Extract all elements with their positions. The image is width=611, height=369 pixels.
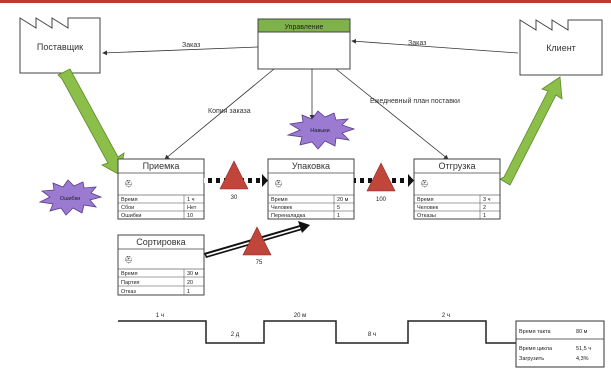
row-label: Человек [271, 205, 293, 211]
info-arrow-to-receiving [164, 68, 275, 160]
process-title: Отгрузка [438, 161, 475, 171]
process-title: Упаковка [292, 161, 330, 171]
inventory-label: 75 [256, 260, 263, 266]
timeline: 1 ч 20 м 2 ч 2 д 8 ч [118, 313, 516, 344]
info-arrow-from-customer [351, 38, 519, 54]
operator-icon: ⛑ [420, 179, 429, 188]
row-label: Отказы [417, 213, 436, 219]
row-value: 20 [187, 280, 193, 286]
row-label: Ошибки [121, 213, 141, 219]
summary-value: 4,3% [576, 356, 589, 362]
info-label-to-shipping: Ежедневный план поставки [370, 97, 460, 105]
row-value: 1 ч [187, 197, 195, 203]
timeline-top-value: 2 ч [442, 313, 450, 319]
row-label: Партия [121, 280, 140, 286]
timeline-bottom-value: 8 ч [368, 332, 376, 338]
summary-label: Загрузить [519, 356, 544, 362]
kaizen-burst-errors: Ошибки [38, 179, 103, 216]
summary-label: Время такта [519, 329, 552, 335]
inventory-triangle: 75 [242, 226, 272, 266]
inventory-label: 30 [231, 195, 238, 201]
control-label: Управление [285, 24, 324, 31]
control-box: Управление [257, 18, 351, 70]
inventory-triangle: 100 [366, 162, 396, 203]
customer-label: Клиент [546, 43, 576, 53]
supplier-label: Поставщик [37, 42, 83, 52]
timeline-bottom-value: 2 д [231, 332, 240, 338]
row-value: 1 [483, 213, 486, 219]
row-label: Переналадка [271, 213, 306, 219]
kaizen-errors-label: Ошибки [60, 196, 80, 202]
customer-icon: Клиент [519, 19, 603, 76]
operator-icon: ⛑ [124, 255, 133, 264]
row-value: 30 м [187, 271, 199, 277]
info-label-from-customer: Заказ [408, 40, 426, 47]
process-title: Сортировка [136, 237, 185, 247]
row-label: Время [121, 197, 138, 203]
row-value: 3 ч [483, 197, 491, 203]
process-packing: Упаковка ⛑ Время 20 м Человек 5 Перенала… [267, 158, 355, 220]
timeline-top-value: 20 м [294, 313, 306, 319]
summary-value: 80 м [576, 329, 588, 335]
process-sorting: Сортировка ⛑ Время 30 м Партия 20 Отказ … [117, 234, 205, 296]
process-title: Приемка [143, 161, 180, 171]
row-value: 5 [337, 205, 340, 211]
vsm-canvas: Поставщик Клиент Управление Заказ Заказ … [19, 17, 605, 368]
info-arrow-to-shipping [335, 68, 449, 160]
row-value: 1 [337, 213, 340, 219]
row-label: Сбои [121, 205, 134, 211]
row-value: 1 [187, 289, 190, 295]
process-shipping: Отгрузка ⛑ Время 3 ч Человек 2 Отказы 1 [413, 158, 501, 220]
supplier-icon: Поставщик [19, 17, 101, 74]
info-label-to-supplier: Заказ [182, 42, 200, 49]
info-label-to-receiving: Копия заказа [208, 108, 251, 115]
row-label: Время [121, 271, 138, 277]
operator-icon: ⛑ [124, 179, 133, 188]
summary-box: Время такта 80 м Время цикла 51,5 ч Загр… [515, 320, 605, 368]
row-label: Отказ [121, 289, 136, 295]
kaizen-waste-label: Навыки [310, 128, 329, 134]
supplier-shipment-arrow [57, 68, 125, 176]
operator-icon: ⛑ [274, 179, 283, 188]
inventory-triangle: 30 [219, 160, 249, 201]
timeline-top-value: 1 ч [156, 313, 164, 319]
row-label: Человек [417, 205, 439, 211]
process-receiving: Приемка ⛑ Время 1 ч Сбои Нет Ошибки 10 [117, 158, 205, 220]
inventory-label: 100 [376, 197, 387, 203]
row-label: Время [417, 197, 434, 203]
row-value: 10 [187, 213, 193, 219]
row-label: Время [271, 197, 288, 203]
summary-value: 51,5 ч [576, 346, 591, 352]
row-value: 2 [483, 205, 486, 211]
customer-shipment-arrow [499, 76, 563, 186]
info-arrow-to-supplier [102, 46, 259, 56]
summary-label: Время цикла [519, 346, 553, 352]
row-value: Нет [187, 205, 197, 211]
row-value: 20 м [337, 197, 349, 203]
kaizen-burst-waste: Навыки [286, 110, 356, 150]
